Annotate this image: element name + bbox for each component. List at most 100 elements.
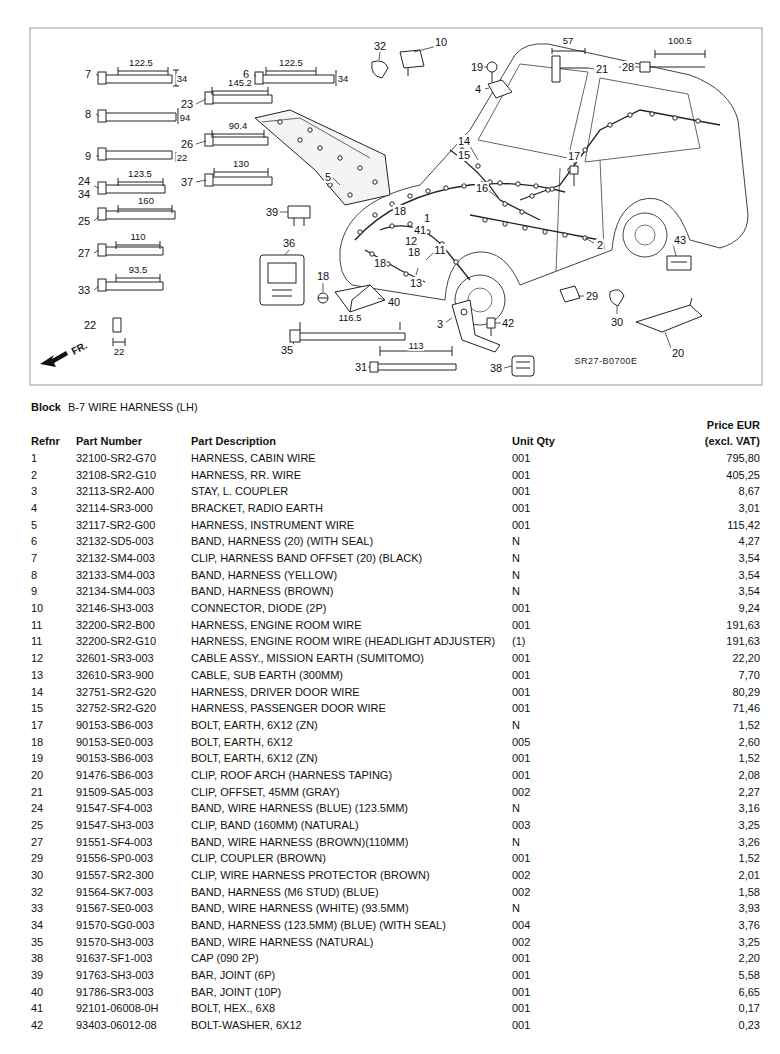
drawing-line xyxy=(255,72,263,84)
drawing-line xyxy=(476,164,480,168)
table-cell: 001 xyxy=(512,702,530,714)
drawing-line xyxy=(655,50,705,58)
drawing-line xyxy=(350,285,370,312)
drawing-line xyxy=(583,148,587,152)
drawing-line xyxy=(298,138,302,142)
dimension-value: 34 xyxy=(176,74,189,84)
table-cell: 115,42 xyxy=(727,519,760,531)
callout-number: 35 xyxy=(280,344,294,356)
callout-number: 43 xyxy=(673,234,687,246)
table-cell: 12 xyxy=(31,652,43,664)
drawing-line xyxy=(355,110,720,282)
drawing-line xyxy=(504,296,671,368)
table-cell: 91570-SH3-003 xyxy=(76,936,154,948)
drawing-line xyxy=(408,222,412,226)
table-cell: 24 xyxy=(31,802,43,814)
drawing-line xyxy=(462,184,466,188)
table-cell: 32114-SR3-000 xyxy=(76,502,153,514)
drawing-line xyxy=(478,64,700,162)
table-cell: BOLT, EARTH, 6X12 (ZN) xyxy=(191,752,318,764)
drawing-line xyxy=(512,356,534,376)
drawing-line xyxy=(650,112,654,116)
drawing-line xyxy=(205,174,213,186)
table-cell: 71,46 xyxy=(732,702,760,714)
callout-number: 17 xyxy=(567,150,581,162)
drawing-line xyxy=(488,80,512,98)
drawing-line xyxy=(516,362,530,368)
table-cell: 29 xyxy=(31,852,43,864)
dimension-value: 122.5 xyxy=(278,58,304,68)
table-cell: 27 xyxy=(31,836,43,848)
callout-number: 31 xyxy=(354,361,368,373)
drawing-line xyxy=(98,72,106,84)
drawing-line xyxy=(278,112,700,276)
table-cell: 17 xyxy=(31,719,43,731)
table-cell: 90153-SB6-003 xyxy=(76,752,153,764)
callout-number: 39 xyxy=(265,206,279,218)
drawing-line xyxy=(552,48,585,54)
drawing-line xyxy=(673,116,677,120)
drawing-line xyxy=(106,247,163,255)
table-cell: 91763-SH3-003 xyxy=(76,969,154,981)
callout-number: 20 xyxy=(671,347,685,359)
table-cell: 20 xyxy=(31,769,43,781)
table-cell: 001 xyxy=(512,969,530,981)
table-cell: 7 xyxy=(31,552,37,564)
table-cell: 91476-SB6-003 xyxy=(76,769,153,781)
table-cell: 11 xyxy=(31,619,42,631)
table-cell: CABLE, SUB EARTH (300MM) xyxy=(191,669,343,681)
table-cell: 32134-SM4-003 xyxy=(76,585,155,597)
drawing-line xyxy=(390,224,394,228)
table-cell: BOLT, EARTH, 6X12 (ZN) xyxy=(191,719,318,731)
table-cell: 001 xyxy=(512,1002,530,1014)
dimension-value: 57 xyxy=(562,36,575,46)
table-cell: 32132-SD5-003 xyxy=(76,535,154,547)
dimension-value: 130 xyxy=(232,159,250,169)
table-cell: 3,16 xyxy=(739,802,760,814)
drawing-line xyxy=(461,309,467,315)
drawing-line xyxy=(338,156,342,160)
table-cell: 5 xyxy=(31,519,37,531)
drawing-line xyxy=(503,222,507,226)
drawing-line xyxy=(285,244,676,300)
table-cell: 2,01 xyxy=(739,869,760,881)
table-cell: 001 xyxy=(512,852,530,864)
drawing-line xyxy=(487,62,497,72)
callout-number: 18 xyxy=(393,205,407,217)
table-cell: 001 xyxy=(512,652,530,664)
drawing-line xyxy=(290,330,300,342)
table-cell: 6 xyxy=(31,535,37,547)
drawing-line xyxy=(546,188,550,192)
table-cell: 001 xyxy=(512,469,530,481)
drawing-line xyxy=(213,177,272,185)
callout-number: 10 xyxy=(434,36,448,48)
table-cell: N xyxy=(512,719,520,731)
table-cell: BAND, HARNESS (YELLOW) xyxy=(191,569,337,581)
table-cell: 91567-SE0-003 xyxy=(76,902,153,914)
drawing-line xyxy=(370,252,374,256)
drawing-line xyxy=(520,110,720,200)
table-cell: 3,76 xyxy=(739,919,760,931)
table-header: (excl. VAT) xyxy=(705,435,760,447)
dimension-value: 22 xyxy=(176,153,189,163)
drawing-line xyxy=(98,148,106,160)
drawing-line xyxy=(610,290,624,306)
drawing-line xyxy=(263,75,334,83)
callout-number: 33 xyxy=(77,284,91,296)
drawing-line xyxy=(348,193,352,197)
drawing-line xyxy=(335,285,385,312)
table-cell: BAND, WIRE HARNESS (NATURAL) xyxy=(191,936,374,948)
table-cell: 3,25 xyxy=(739,936,760,948)
table-cell: 0,17 xyxy=(739,1002,760,1014)
drawing-line xyxy=(635,225,655,245)
table-cell: 91551-SF4-003 xyxy=(76,836,152,848)
table-cell: 4,27 xyxy=(739,535,760,547)
table-cell: 32100-SR2-G70 xyxy=(76,452,156,464)
drawing-line xyxy=(278,120,282,124)
table-cell: 8 xyxy=(31,569,37,581)
table-cell: BAND, HARNESS (20) (WITH SEAL) xyxy=(191,535,373,547)
table-cell: 001 xyxy=(512,769,530,781)
dimension-value: 110 xyxy=(129,232,146,242)
drawing-line xyxy=(516,182,520,186)
table-cell: 25 xyxy=(31,819,43,831)
